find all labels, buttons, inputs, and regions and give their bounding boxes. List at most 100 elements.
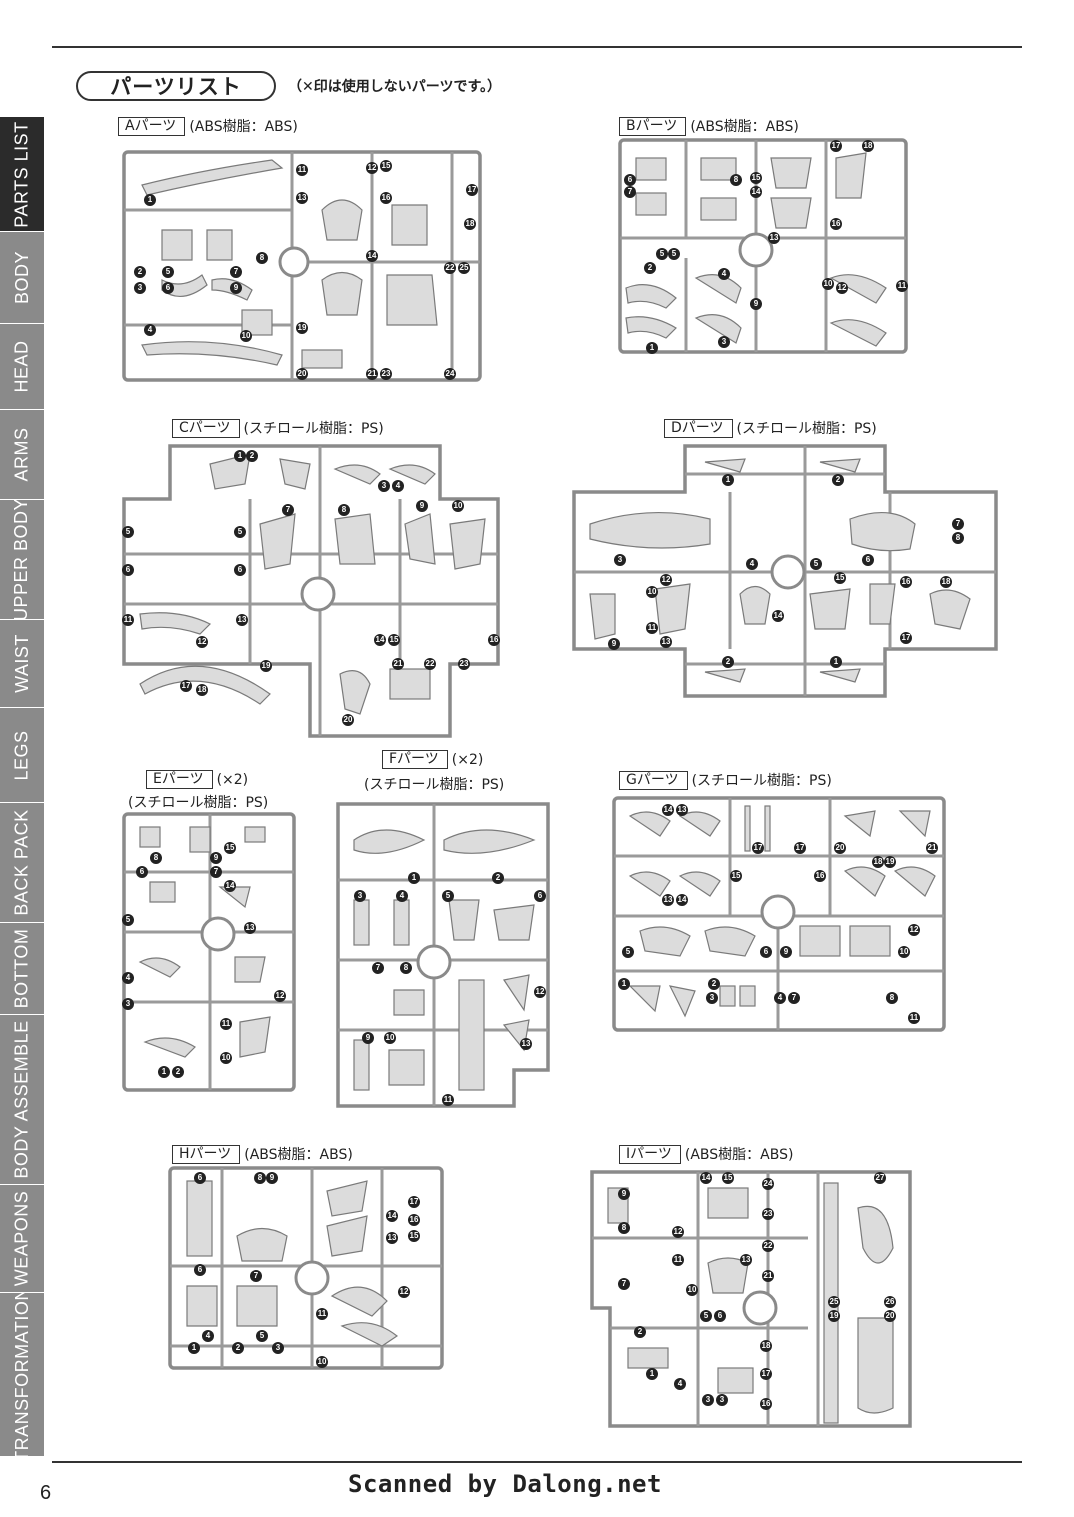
part-g-material: (スチロール樹脂：PS) — [691, 773, 832, 789]
runner-c — [120, 444, 502, 740]
part-a-number-17: 17 — [466, 184, 478, 196]
part-f-number-13: 13 — [520, 1038, 532, 1050]
part-e-number-14: 14 — [224, 880, 236, 892]
tab-bottom[interactable]: BOTTOM — [0, 923, 44, 1015]
part-d-number-5: 5 — [810, 558, 822, 570]
part-a-number-10: 10 — [240, 330, 252, 342]
part-g-number-1: 1 — [618, 978, 630, 990]
part-g-number-10: 10 — [898, 946, 910, 958]
part-i-name: Iパーツ — [619, 1144, 681, 1164]
part-i-number-27: 27 — [874, 1172, 886, 1184]
part-h-number-11: 11 — [316, 1308, 328, 1320]
part-g-number-15: 15 — [730, 870, 742, 882]
part-i-number-16: 16 — [760, 1398, 772, 1410]
part-f-number-1: 1 — [408, 872, 420, 884]
tab-label: BODY ASSEMBLE — [11, 1020, 32, 1179]
part-c-label: Cパーツ (スチロール樹脂：PS) — [172, 418, 384, 438]
part-h-number-3: 3 — [272, 1342, 284, 1354]
part-i-number-19: 19 — [828, 1310, 840, 1322]
runner-f — [334, 800, 552, 1110]
part-d-number-18: 18 — [940, 576, 952, 588]
part-d-number-12: 12 — [660, 574, 672, 586]
part-h-material: (ABS樹脂：ABS) — [244, 1147, 353, 1163]
part-e-number-4: 4 — [122, 972, 134, 984]
part-a-number-22: 22 — [444, 262, 456, 274]
part-f-number-10: 10 — [384, 1032, 396, 1044]
part-d-number-13: 13 — [660, 636, 672, 648]
part-g-number-14a: 14 — [662, 804, 674, 816]
part-a-number-1: 1 — [144, 194, 156, 206]
part-b-number-15: 15 — [750, 172, 762, 184]
runner-b — [606, 138, 912, 356]
tab-waist[interactable]: WAIST — [0, 620, 44, 708]
part-i-number-21: 21 — [762, 1270, 774, 1282]
runner-e — [120, 812, 298, 1094]
part-e-number-10: 10 — [220, 1052, 232, 1064]
part-h-number-14: 14 — [386, 1210, 398, 1222]
part-g-number-12: 12 — [908, 924, 920, 936]
tab-parts-list[interactable]: PARTS LIST — [0, 117, 44, 232]
tab-weapons[interactable]: WEAPONS — [0, 1185, 44, 1293]
tab-body[interactable]: BODY — [0, 232, 44, 324]
section-tabs: PARTS LIST BODY HEAD ARMS UPPER BODY WAI… — [0, 117, 44, 1457]
part-d-number-1a: 1 — [722, 474, 734, 486]
part-h-number-5: 5 — [256, 1330, 268, 1342]
part-f-number-6: 6 — [534, 890, 546, 902]
part-f-number-9: 9 — [362, 1032, 374, 1044]
part-c-number-16: 16 — [488, 634, 500, 646]
part-e-number-12: 12 — [274, 990, 286, 1002]
part-g-label: Gパーツ (スチロール樹脂：PS) — [619, 770, 832, 790]
part-h-number-10: 10 — [316, 1356, 328, 1368]
part-h-number-7: 7 — [250, 1270, 262, 1282]
part-b-number-5a: 5 — [656, 248, 668, 260]
part-a-number-24: 24 — [444, 368, 456, 380]
runner-i-diagram — [590, 1170, 912, 1428]
part-c-number-21: 21 — [392, 658, 404, 670]
part-e-number-7: 7 — [210, 866, 222, 878]
part-a-number-2: 2 — [134, 266, 146, 278]
runner-g — [600, 796, 948, 1034]
tab-arms[interactable]: ARMS — [0, 410, 44, 500]
part-c-number-2: 2 — [246, 450, 258, 462]
part-i-number-2: 2 — [634, 1326, 646, 1338]
part-f-number-2: 2 — [492, 872, 504, 884]
page-title: パーツリスト — [76, 71, 276, 101]
part-h-number-6b: 6 — [194, 1264, 206, 1276]
scan-credit: Scanned by Dalong.net — [348, 1470, 662, 1498]
part-c-name: Cパーツ — [172, 418, 240, 438]
tab-upper-body[interactable]: UPPER BODY — [0, 500, 44, 620]
top-rule — [52, 46, 1022, 48]
tab-legs[interactable]: LEGS — [0, 708, 44, 803]
part-h-number-4: 4 — [202, 1330, 214, 1342]
part-i-number-10: 10 — [686, 1284, 698, 1296]
tab-back-pack[interactable]: BACK PACK — [0, 803, 44, 923]
part-i-number-20: 20 — [884, 1310, 896, 1322]
part-d-name: Dパーツ — [664, 418, 733, 438]
page-number: 6 — [40, 1482, 52, 1504]
part-a-number-7: 7 — [230, 266, 242, 278]
part-e-number-2: 2 — [172, 1066, 184, 1078]
part-c-number-9: 9 — [416, 500, 428, 512]
part-b-number-16: 16 — [830, 218, 842, 230]
runner-i — [588, 1168, 914, 1430]
part-d-number-7: 7 — [952, 518, 964, 530]
tab-head[interactable]: HEAD — [0, 324, 44, 410]
part-h-number-9: 9 — [266, 1172, 278, 1184]
tab-label: WEAPONS — [11, 1190, 32, 1287]
part-a-number-16: 16 — [380, 192, 392, 204]
part-c-number-13: 13 — [236, 614, 248, 626]
part-c-number-10: 10 — [452, 500, 464, 512]
part-c-number-22: 22 — [424, 658, 436, 670]
part-b-number-11: 11 — [896, 280, 908, 292]
part-b-number-5b: 5 — [668, 248, 680, 260]
part-d-number-4: 4 — [746, 558, 758, 570]
part-c-number-18: 18 — [196, 684, 208, 696]
tab-transformation[interactable]: TRANSFORMATION — [0, 1293, 44, 1457]
part-g-number-2: 2 — [708, 978, 720, 990]
part-d-material: (スチロール樹脂：PS) — [736, 421, 877, 437]
part-c-number-12: 12 — [196, 636, 208, 648]
part-f-number-3: 3 — [354, 890, 366, 902]
tab-body-assemble[interactable]: BODY ASSEMBLE — [0, 1015, 44, 1185]
part-i-number-5: 5 — [700, 1310, 712, 1322]
part-i-number-15: 15 — [722, 1172, 734, 1184]
